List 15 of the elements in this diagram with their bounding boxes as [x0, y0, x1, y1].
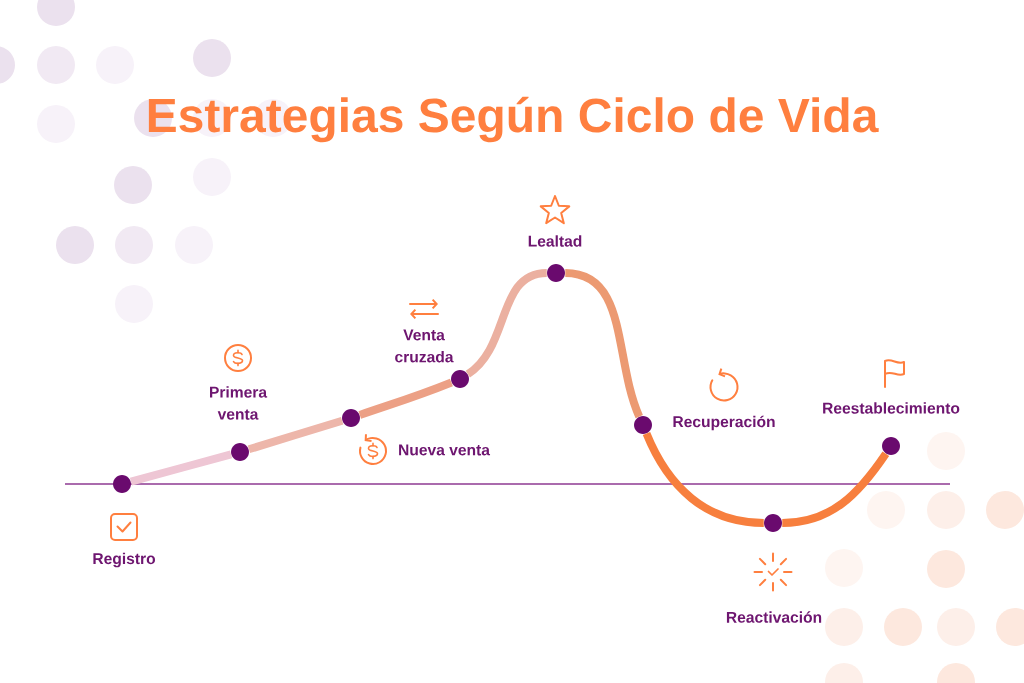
stage-label: Recuperación — [673, 415, 775, 431]
curve — [129, 450, 233, 486]
stage-label: Reestablecimiento — [823, 402, 960, 414]
title: Estrategias Según Ciclo de Vida — [148, 96, 879, 143]
curve — [564, 269, 643, 418]
stage-label: Nueva venta — [399, 444, 491, 456]
curve — [358, 378, 453, 419]
curve — [247, 416, 344, 454]
stage-label: Registro — [93, 552, 156, 568]
stage-label: Primera venta — [210, 386, 268, 420]
dot — [764, 514, 782, 532]
curve — [465, 269, 548, 378]
stage-label: Venta cruzada — [395, 329, 454, 363]
stage-label: Lealtad — [528, 235, 582, 247]
stage-label: Reactivación — [726, 611, 822, 623]
